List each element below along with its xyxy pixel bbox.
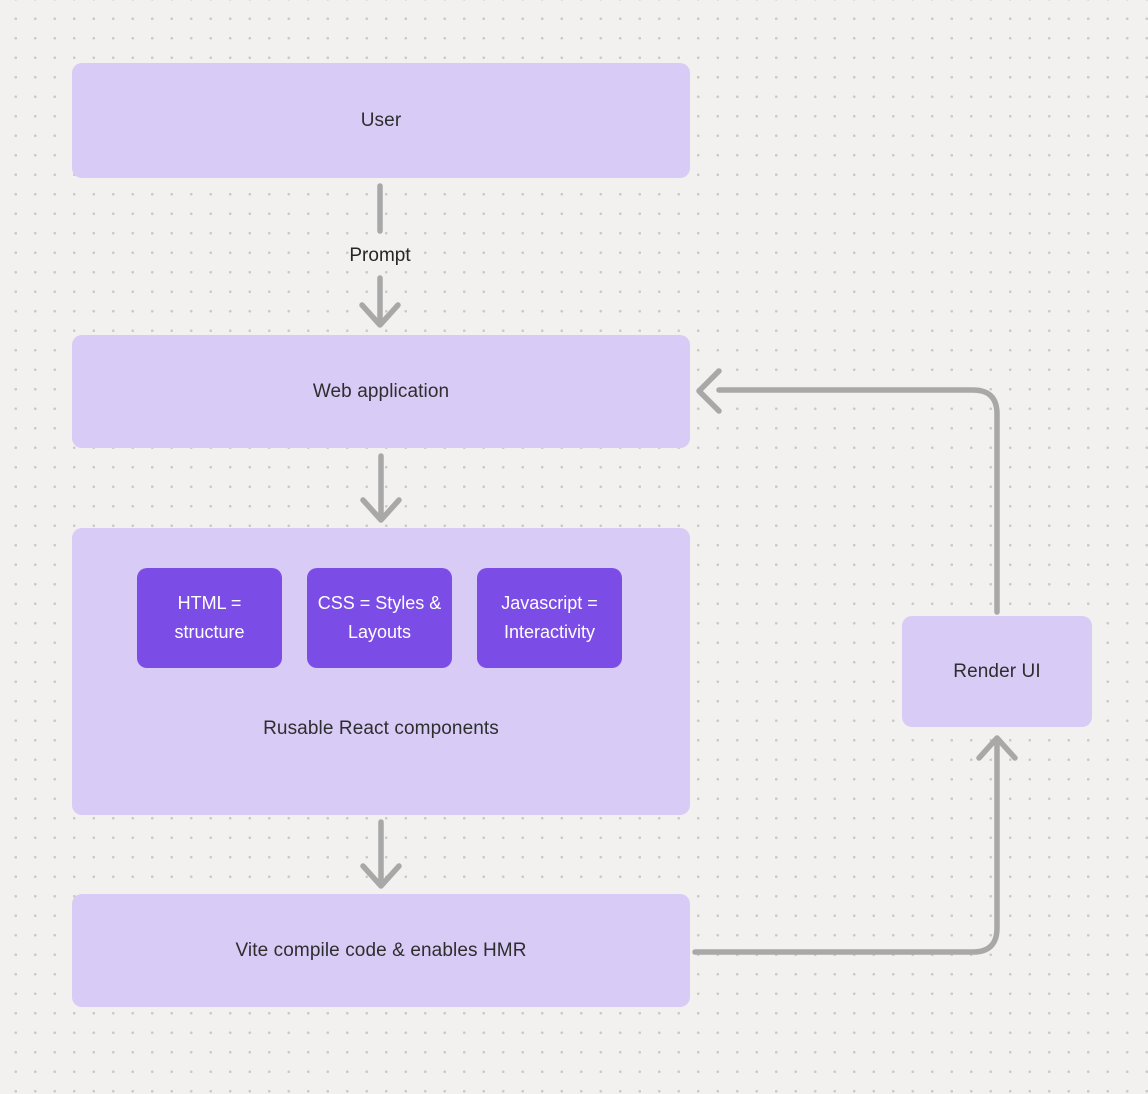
arrow-vite-to-renderui[interactable] [692, 735, 1018, 955]
node-web-application[interactable]: Web application [72, 335, 690, 448]
node-html-label: HTML = structure [174, 593, 245, 642]
node-components-group-label: Rusable React components [263, 718, 499, 739]
arrow-webapp-to-components[interactable] [360, 453, 402, 523]
node-html[interactable]: HTML = structure [137, 568, 282, 668]
arrow-components-to-vite[interactable] [360, 819, 402, 889]
arrow-renderui-to-webapp[interactable] [696, 368, 1000, 615]
node-render-ui[interactable]: Render UI [902, 616, 1092, 727]
node-user-label: User [360, 109, 402, 131]
node-vite[interactable]: Vite compile code & enables HMR [72, 894, 690, 1007]
node-web-application-label: Web application [312, 380, 450, 402]
node-render-ui-label: Render UI [953, 660, 1041, 682]
node-javascript[interactable]: Javascript = Interactivity [477, 568, 622, 668]
node-javascript-label: Javascript = Interactivity [501, 593, 598, 642]
edge-label-prompt[interactable]: Prompt [349, 245, 411, 266]
node-vite-label: Vite compile code & enables HMR [235, 939, 527, 961]
node-css-label: CSS = Styles & Layouts [317, 593, 442, 642]
node-user[interactable]: User [72, 63, 690, 178]
node-css[interactable]: CSS = Styles & Layouts [307, 568, 452, 668]
node-components-group[interactable]: HTML = structure CSS = Styles & Layouts … [72, 528, 690, 815]
